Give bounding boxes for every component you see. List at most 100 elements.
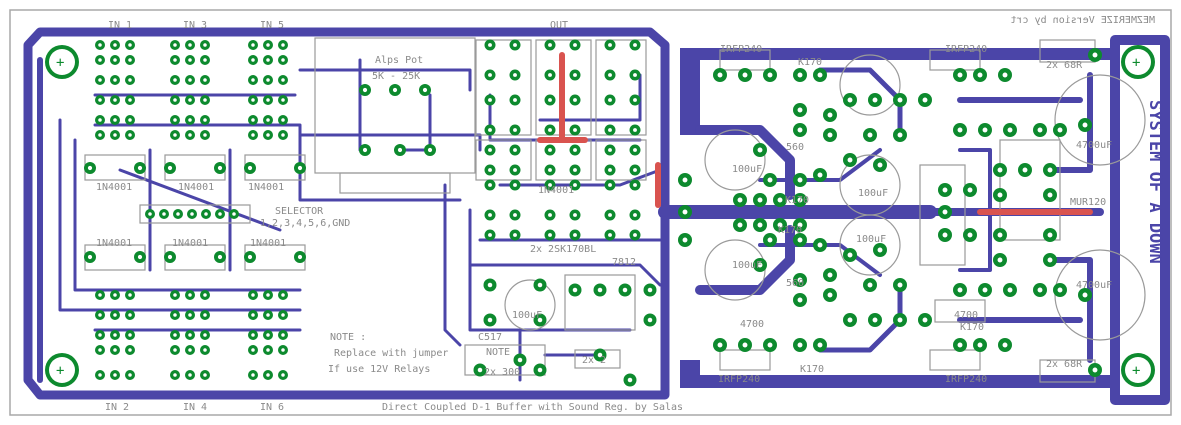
pad-hole [397,147,403,153]
pad-hole [203,58,207,62]
pad-hole [203,313,207,317]
svg-text:+: + [56,55,64,71]
pad-hole [847,157,853,163]
pad-hole [922,97,928,103]
pad-hole [113,333,117,337]
mosfet-label: IRFP240 [945,44,987,55]
pad-hole [188,78,192,82]
pad-hole [573,148,577,152]
pad-hole [817,72,823,78]
transistor-label: K170 [960,322,984,333]
resistor-label: 560 [786,278,804,289]
pad-hole [573,233,577,237]
ground-copper [23,27,1170,405]
pad-hole [173,78,177,82]
pad-hole [488,233,492,237]
pad-hole [817,342,823,348]
cap-label: 4700uF [1076,140,1112,151]
pad-hole [173,333,177,337]
pad-hole [188,333,192,337]
pad-hole [548,73,552,77]
pad-hole [1022,167,1028,173]
pad-hole [113,293,117,297]
pad-hole [597,352,603,358]
diode-label: 1N4001 [96,238,132,249]
pad-hole [128,133,132,137]
pad-hole [188,58,192,62]
pad-hole [173,313,177,317]
pad-hole [251,373,255,377]
pot-label-1: Alps Pot [375,55,423,66]
pad-hole [608,213,612,217]
pad-hole [113,58,117,62]
pad-hole [162,212,166,216]
pad-hole [573,168,577,172]
pad-hole [113,373,117,377]
pad-hole [942,187,948,193]
pad-hole [203,348,207,352]
selector-label-2: 1,2,3,4,5,6,GND [260,218,350,229]
pad-hole [251,43,255,47]
pad-hole [1092,52,1098,58]
pad-hole [827,272,833,278]
pad-hole [777,197,783,203]
pad-hole [897,97,903,103]
pad-hole [633,168,637,172]
board-outline [9,9,1172,416]
input-traces [58,58,662,382]
pad-hole [98,373,102,377]
pad-hole [517,357,523,363]
pad-hole [87,165,93,171]
pad-hole [251,78,255,82]
pad-hole [877,247,883,253]
pad-hole [1057,287,1063,293]
diode-label: 1N4001 [250,238,286,249]
pad-hole [188,118,192,122]
pad-hole [1092,367,1098,373]
pad-hole [173,293,177,297]
pad-hole [281,58,285,62]
pad-hole [513,98,517,102]
pad-hole [188,313,192,317]
pad-hole [757,197,763,203]
silkscreen [84,37,1146,383]
pad-hole [167,165,173,171]
diode-label: 1N4001 [248,182,284,193]
pad-hole [128,58,132,62]
pad-hole [128,373,132,377]
resistor-label: 2x 68R [1046,60,1083,71]
pad-hole [717,72,723,78]
pad-hole [113,98,117,102]
pad-hole [173,348,177,352]
pad-hole [113,133,117,137]
pad-hole [203,118,207,122]
pad-hole [203,373,207,377]
pad-hole [548,43,552,47]
pad-hole [98,78,102,82]
pad-hole [872,317,878,323]
pad-hole [173,118,177,122]
pad-hole [922,317,928,323]
pad-hole [957,342,963,348]
pad-hole [957,72,963,78]
diode-label: 1N4001 [538,185,574,196]
pad-hole [957,127,963,133]
pad-hole [548,168,552,172]
pad-hole [827,132,833,138]
pad-hole [281,98,285,102]
pad-hole [548,98,552,102]
pad-hole [682,177,688,183]
pad-hole [682,209,688,215]
pad-hole [622,287,628,293]
pad-hole [87,254,93,260]
pad-hole [737,197,743,203]
pad-hole [817,242,823,248]
cap-label: 100uF [512,310,542,321]
pad-hole [128,98,132,102]
pad-hole [266,348,270,352]
pad-hole [362,87,368,93]
pad-hole [997,167,1003,173]
pad-hole [488,148,492,152]
pad-hole [392,87,398,93]
input-label-2: IN 2 [105,402,129,413]
